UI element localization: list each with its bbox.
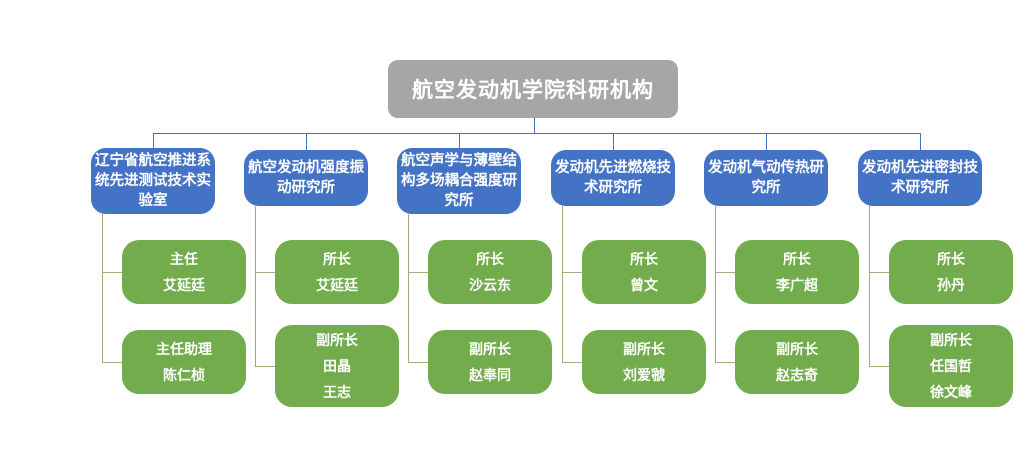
member-name: 赵志奇 bbox=[776, 367, 818, 383]
member-name: 王志 bbox=[323, 384, 351, 400]
member-name: 孙丹 bbox=[937, 277, 965, 293]
member-name: 任国哲 bbox=[930, 358, 972, 374]
connector-hang-4-stub-1 bbox=[562, 272, 582, 273]
member-role: 所长 bbox=[783, 251, 811, 267]
member-name: 沙云东 bbox=[469, 277, 511, 293]
member-node: 副所长 任国哲 徐文峰 bbox=[889, 325, 1013, 407]
member-node: 所长 李广超 bbox=[735, 240, 859, 304]
connector-hang-3 bbox=[408, 214, 409, 362]
member-node: 副所长 赵志奇 bbox=[735, 330, 859, 394]
connector-hang-6-stub-1 bbox=[869, 272, 889, 273]
member-node: 所长 孙丹 bbox=[889, 240, 1013, 304]
connector-stub-5 bbox=[766, 133, 767, 150]
member-role: 副所长 bbox=[623, 341, 665, 357]
member-node: 副所长 田晶 王志 bbox=[275, 325, 399, 407]
member-role: 所长 bbox=[630, 251, 658, 267]
member-node: 所长 沙云东 bbox=[428, 240, 552, 304]
connector-hang-5-stub-2 bbox=[715, 362, 735, 363]
connector-hang-3-stub-2 bbox=[408, 362, 428, 363]
member-name: 艾延廷 bbox=[316, 277, 358, 293]
connector-hang-1 bbox=[102, 214, 103, 362]
dept-node-vibration: 航空发动机强度振动研究所 bbox=[244, 150, 368, 206]
dept-node-lab: 辽宁省航空推进系统先进测试技术实验室 bbox=[91, 148, 215, 214]
dept-node-combustion: 发动机先进燃烧技术研究所 bbox=[551, 150, 675, 206]
member-role: 所长 bbox=[323, 251, 351, 267]
connector-hang-5 bbox=[715, 206, 716, 362]
connector-hang-2-stub-1 bbox=[255, 272, 275, 273]
connector-stub-4 bbox=[613, 133, 614, 150]
connector-hang-5-stub-1 bbox=[715, 272, 735, 273]
member-node: 副所长 刘爱虢 bbox=[582, 330, 706, 394]
dept-node-acoustics: 航空声学与薄壁结构多场耦合强度研究所 bbox=[397, 148, 521, 214]
connector-hang-4 bbox=[562, 206, 563, 362]
member-name: 曾文 bbox=[630, 277, 658, 293]
connector-hang-6-stub-2 bbox=[869, 366, 889, 367]
member-role: 主任助理 bbox=[156, 341, 212, 357]
member-node: 主任助理 陈仁桢 bbox=[122, 330, 246, 394]
member-role: 副所长 bbox=[469, 341, 511, 357]
member-name: 徐文峰 bbox=[930, 384, 972, 400]
connector-hang-4-stub-2 bbox=[562, 362, 582, 363]
member-role: 副所长 bbox=[776, 341, 818, 357]
root-node: 航空发动机学院科研机构 bbox=[388, 60, 678, 118]
connector-root-stem bbox=[534, 118, 535, 133]
connector-stub-1 bbox=[153, 133, 154, 150]
member-node: 主任 艾延廷 bbox=[122, 240, 246, 304]
dept-node-heat-transfer: 发动机气动传热研究所 bbox=[704, 150, 828, 206]
member-name: 李广超 bbox=[776, 277, 818, 293]
member-node: 所长 艾延廷 bbox=[275, 240, 399, 304]
member-name: 田晶 bbox=[323, 358, 351, 374]
connector-hang-1-stub-1 bbox=[102, 272, 122, 273]
member-node: 所长 曾文 bbox=[582, 240, 706, 304]
member-role: 所长 bbox=[937, 251, 965, 267]
connector-top-bar bbox=[153, 133, 920, 134]
member-role: 副所长 bbox=[930, 332, 972, 348]
member-name: 艾延廷 bbox=[163, 277, 205, 293]
connector-hang-3-stub-1 bbox=[408, 272, 428, 273]
connector-hang-2 bbox=[255, 206, 256, 366]
connector-stub-3 bbox=[459, 133, 460, 150]
member-name: 陈仁桢 bbox=[163, 367, 205, 383]
member-node: 副所长 赵奉同 bbox=[428, 330, 552, 394]
connector-stub-2 bbox=[306, 133, 307, 150]
dept-node-sealing: 发动机先进密封技术研究所 bbox=[858, 150, 982, 206]
connector-hang-6 bbox=[869, 206, 870, 366]
connector-hang-2-stub-2 bbox=[255, 366, 275, 367]
member-role: 副所长 bbox=[316, 332, 358, 348]
member-name: 刘爱虢 bbox=[623, 367, 665, 383]
member-role: 所长 bbox=[476, 251, 504, 267]
connector-stub-6 bbox=[920, 133, 921, 150]
member-role: 主任 bbox=[170, 251, 198, 267]
connector-hang-1-stub-2 bbox=[102, 362, 122, 363]
member-name: 赵奉同 bbox=[469, 367, 511, 383]
